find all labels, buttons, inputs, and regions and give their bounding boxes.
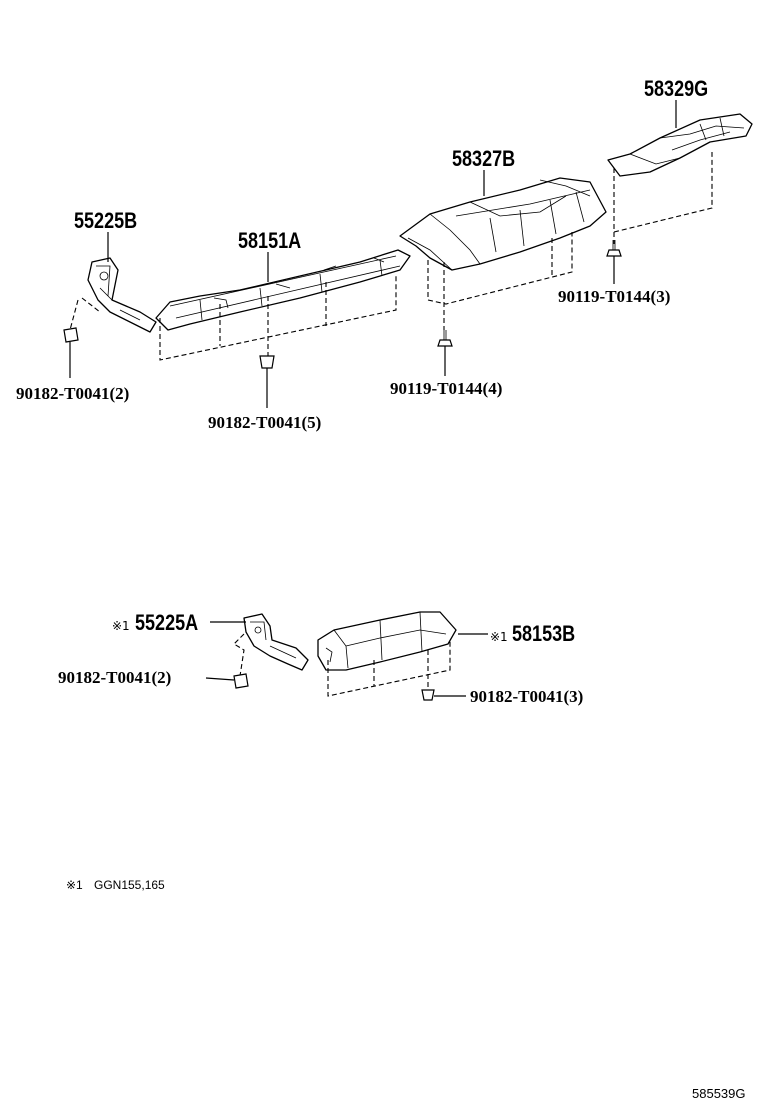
label-58153B: 58153B <box>512 622 575 646</box>
label-90182-T0041-2-bottom: 90182-T0041(2) <box>58 668 171 687</box>
bracket-55225A <box>243 613 309 671</box>
insulator-58153B <box>317 611 457 671</box>
bracket-55225B <box>87 257 157 333</box>
insulator-58151A <box>155 249 411 331</box>
footnote-mark: ※1 <box>66 878 83 892</box>
dashed-lines-top <box>69 152 713 361</box>
insulator-58329G <box>607 113 753 177</box>
nut-90182-left <box>63 327 79 378</box>
label-58327B: 58327B <box>452 147 515 171</box>
nut-90182-bottom-left <box>233 673 249 689</box>
applicability-mark-58153B: ※1 <box>490 630 508 644</box>
label-90119-T0144-4: 90119-T0144(4) <box>390 379 502 398</box>
label-58151A: 58151A <box>238 229 301 253</box>
applicability-mark-55225A: ※1 <box>112 619 130 633</box>
footnote-text: GGN155,165 <box>94 878 165 892</box>
label-90182-T0041-3: 90182-T0041(3) <box>470 687 583 706</box>
bolt-90119-right <box>606 240 622 284</box>
insulator-58327B <box>399 177 607 271</box>
diagram-code: 585539G <box>692 1086 746 1101</box>
label-90182-T0041-2-top: 90182-T0041(2) <box>16 384 129 403</box>
label-90182-T0041-5: 90182-T0041(5) <box>208 413 321 432</box>
label-90119-T0144-3: 90119-T0144(3) <box>558 287 670 306</box>
label-55225B: 55225B <box>74 209 137 233</box>
bolt-90119-center <box>437 330 453 376</box>
nut-90182-center <box>259 355 275 408</box>
dashed-lines-bottom <box>233 633 451 697</box>
label-58329G: 58329G <box>644 77 708 101</box>
nut-90182-bottom-right <box>421 689 435 701</box>
label-55225A: 55225A <box>135 611 198 635</box>
